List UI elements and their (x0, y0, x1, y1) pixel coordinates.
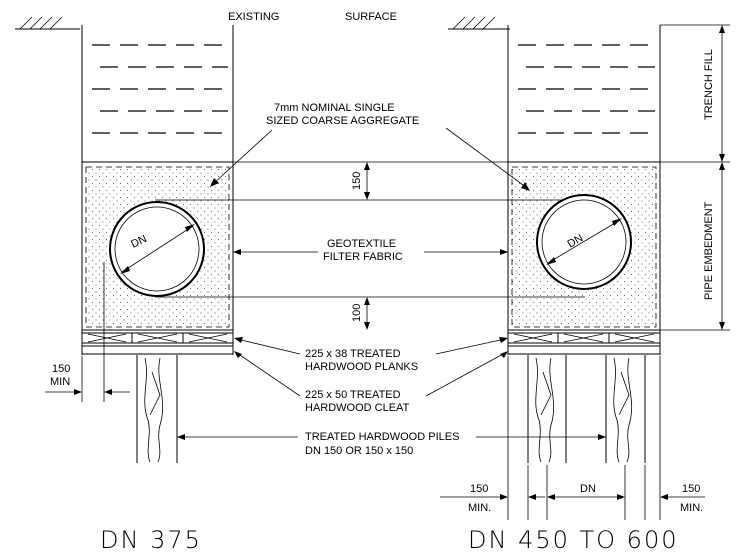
min150-left-unit: MIN (50, 376, 70, 388)
title-dn-375: DN 375 (100, 526, 202, 554)
min150-rl-unit: MIN. (468, 502, 491, 514)
trench-left (81, 25, 234, 355)
cleat-line1: 225 x 50 TREATED (305, 389, 401, 401)
pile-right-2 (605, 355, 646, 463)
min150-rr-unit: MIN. (680, 502, 703, 514)
planks-right (507, 332, 661, 355)
planks-line1: 225 x 38 TREATED (305, 348, 401, 360)
cleat-line2: HARDWOOD CLEAT (305, 402, 410, 414)
ground-hatch-left (15, 16, 80, 30)
dim-100-label: 100 (351, 304, 363, 322)
pipe-left: DN (109, 201, 205, 297)
surface-label: SURFACE (345, 11, 397, 23)
aggregate-line2: SIZED COARSE AGGREGATE (266, 115, 419, 127)
min150-rl-value: 150 (470, 483, 488, 495)
ground-hatch-right (448, 16, 510, 30)
geotextile-line1: GEOTEXTILE (327, 238, 396, 250)
pipe-right: DN (536, 194, 632, 290)
pile-left (136, 355, 178, 463)
planks-line2: HARDWOOD PLANKS (305, 361, 418, 373)
title-dn-450-600: DN 450 TO 600 (468, 526, 679, 554)
piles-line1: TREATED HARDWOOD PILES (305, 431, 459, 443)
pile-right-1 (527, 355, 567, 463)
min150-left-value: 150 (52, 363, 70, 375)
dn-spacing-label: DN (580, 483, 596, 495)
min150-rr-value: 150 (682, 483, 700, 495)
piles-line2: DN 150 OR 150 x 150 (305, 445, 413, 457)
planks-left (81, 332, 234, 355)
dim-150-label: 150 (351, 172, 363, 190)
existing-label: EXISTING (228, 11, 279, 23)
geotextile-line2: FILTER FABRIC (323, 251, 403, 263)
pipe-embedment-label: PIPE EMBEDMENT (703, 201, 715, 300)
trench-right (507, 25, 661, 355)
trench-fill-label: TRENCH FILL (703, 49, 715, 120)
aggregate-line1: 7mm NOMINAL SINGLE (274, 102, 395, 114)
